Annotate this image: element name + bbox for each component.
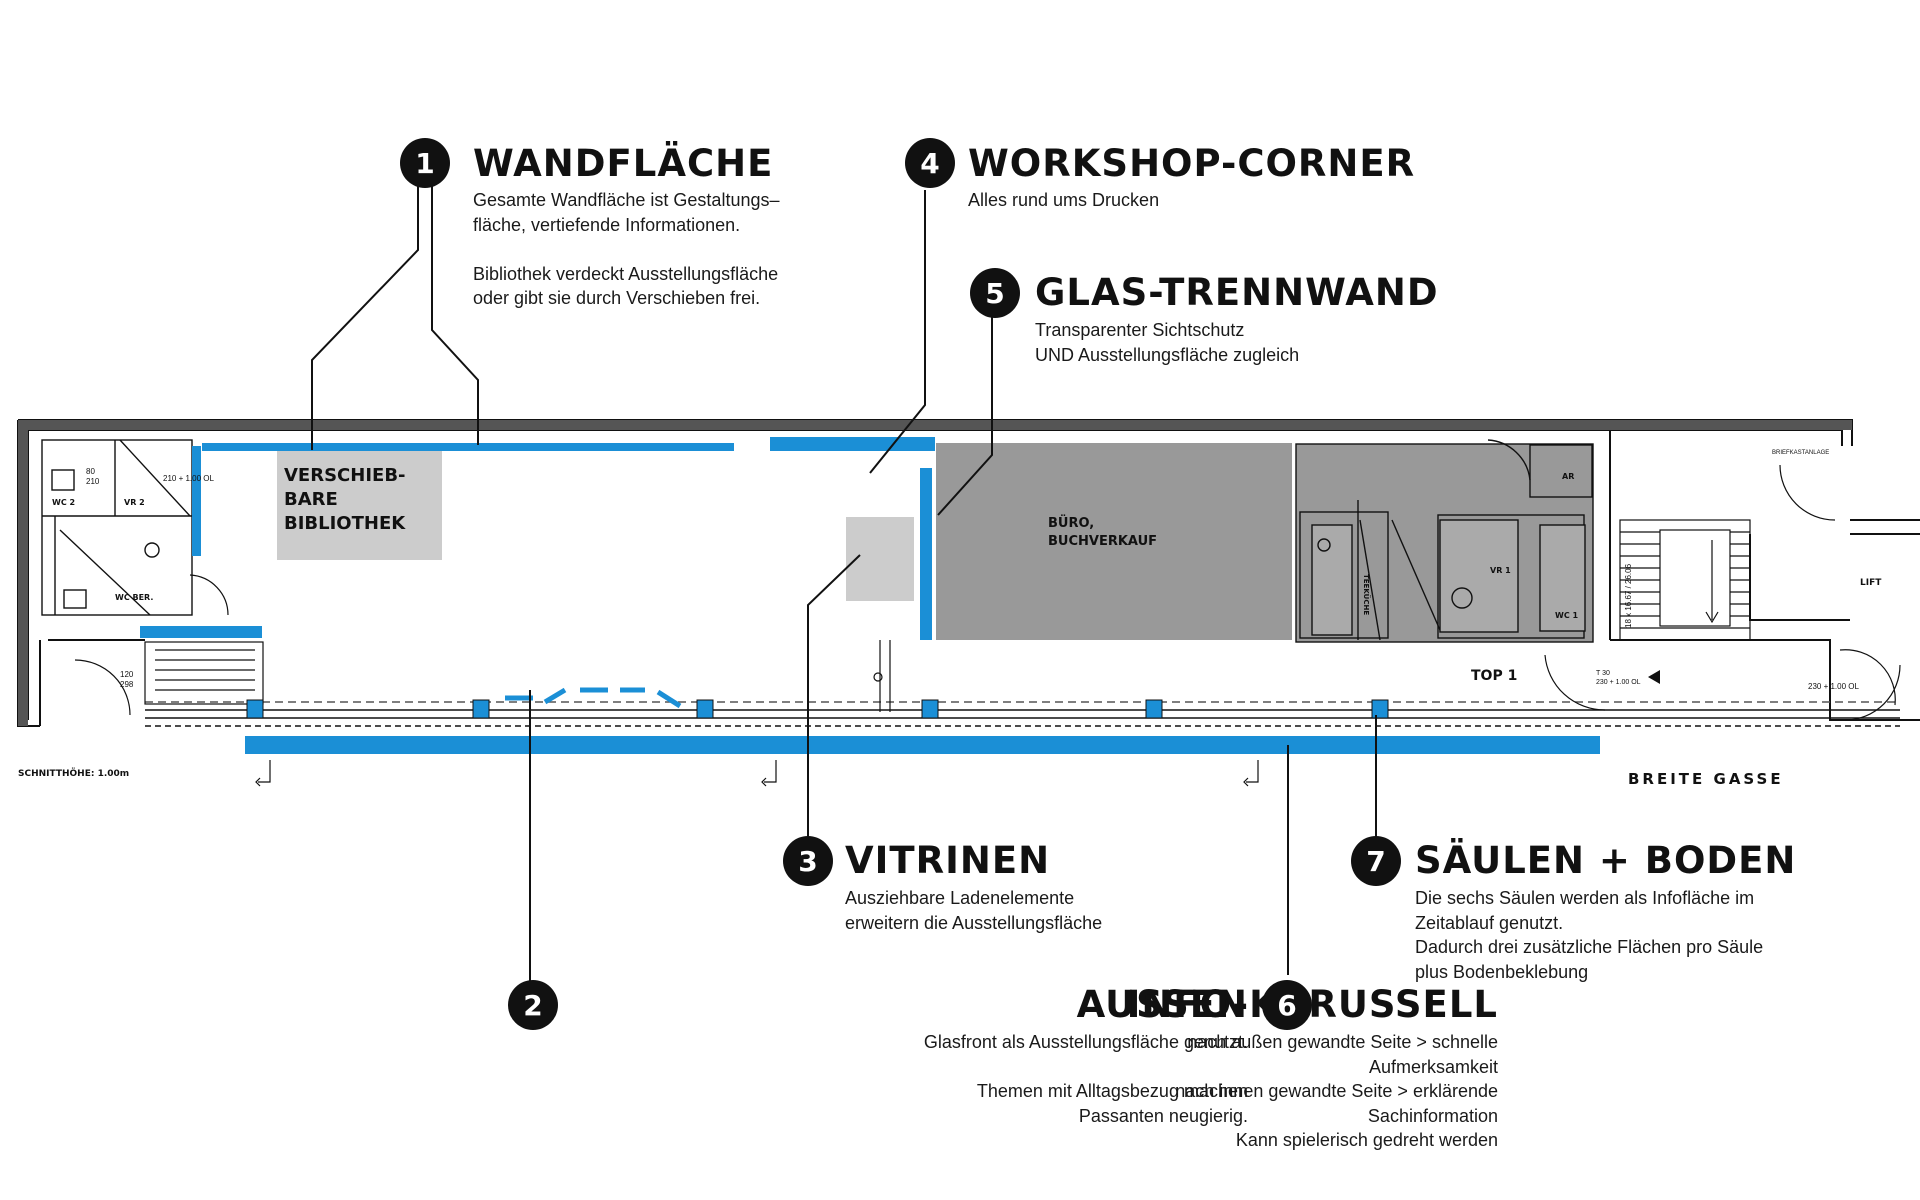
body-line: Passanten neugierig. [1078, 1105, 1248, 1126]
facade-lines [145, 701, 1900, 727]
body-line: Transparenter Sichtschutz [1035, 320, 1245, 340]
library-label-line: BARE [284, 489, 338, 510]
counter-box [846, 517, 914, 601]
body-line: Bibliothek verdeckt Ausstellungsfläche [473, 263, 779, 284]
body-line: plus Bodenbeklebung [1415, 961, 1589, 982]
body-line: Die sechs Säulen werden als Infofläche i… [1415, 888, 1755, 908]
dim-stairs: 18 x 16.67 / 26.06 [1624, 563, 1633, 628]
body-line: Alles rund ums Drucken [968, 190, 1160, 210]
left-service-block [41, 439, 193, 616]
callout-title: VITRINEN [845, 839, 1051, 882]
mailbox-label: BRIEFKASTANLAGE [1772, 450, 1830, 456]
office-label-line: BUCHVERKAUF [1048, 534, 1158, 549]
room-vr1: VR 1 [1490, 566, 1511, 575]
dim-right: 230 + 1.00 OL [1808, 682, 1859, 691]
dim-line: 298 [120, 680, 134, 689]
entrance-arrows [255, 760, 1259, 787]
body-line [473, 237, 779, 262]
door-arcs [189, 574, 1896, 712]
wall-surfaces [140, 437, 1600, 754]
dim-door-ol: 210 + 1.00 OL [163, 474, 214, 483]
section-height-label: SCHNITTHÖHE: 1.00m [18, 769, 130, 779]
body-line: nach innen gewandte Seite > erklärende [1175, 1081, 1498, 1101]
dim-stair-left: 120 298 [120, 670, 133, 690]
body-line: fläche, vertiefende Informationen. [473, 214, 741, 235]
body-line: Kann spielerisch gedreht werden [1235, 1130, 1498, 1150]
dim-line: T 30 [1596, 670, 1610, 677]
body-line: Dadurch drei zusätzliche Flächen pro Säu… [1415, 937, 1764, 957]
right-service-block [1295, 439, 1594, 643]
office-label-line: BÜRO, [1048, 516, 1095, 531]
dim-line: 230 + 1.00 OL [1596, 679, 1641, 686]
callout-body: Ausziehbare Ladenelemente erweitern die … [845, 886, 1102, 935]
left-stair [74, 641, 264, 716]
body-line: erweitern die Ausstellungsfläche [845, 912, 1103, 933]
room-teekueche: TEEKÜCHE [1362, 574, 1370, 616]
library-label-line: BIBLIOTHEK [284, 513, 406, 534]
room-wc-ber: WC BER. [115, 593, 154, 602]
callout-body: Transparenter Sichtschutz UND Ausstellun… [1035, 318, 1299, 367]
office-room [936, 443, 1292, 640]
dim-line: 210 [86, 477, 100, 486]
top-wall-band [18, 420, 1852, 430]
number-badge: 4 [905, 138, 955, 188]
library-box [277, 443, 442, 560]
dim-line: 80 [86, 467, 95, 476]
left-wall-band [18, 420, 28, 726]
number-badge: 6 [1262, 980, 1312, 1030]
number-badge: 7 [1351, 836, 1401, 886]
room-wc2: WC 2 [52, 498, 76, 507]
direction-marker [1648, 670, 1660, 684]
callout-body: Gesamte Wandfläche ist Gestaltungs– fläc… [473, 188, 779, 311]
callout-body: Glasfront als Ausstellungsfläche genutzt… [748, 1030, 1248, 1128]
number-badge: 1 [400, 138, 450, 188]
top-label: TOP 1 [1471, 668, 1518, 684]
callout-body: nach außen gewandte Seite > schnelle Auf… [998, 1030, 1498, 1153]
carousel-dashes [505, 687, 682, 709]
body-line [748, 1055, 1248, 1080]
body-line: oder gibt sie durch Verschieben frei. [473, 288, 761, 308]
office-label: BÜRO, BUCHVERKAUF [1048, 515, 1157, 551]
body-line: Glasfront als Ausstellungsfläche genutzt… [923, 1032, 1248, 1052]
street-label: BREITE GASSE [1628, 770, 1784, 788]
lift-label: LIFT [1860, 578, 1882, 588]
room-vr2: VR 2 [124, 498, 145, 507]
body-line: Themen mit Alltagsbezug machen [976, 1081, 1248, 1101]
callout-title: GLAS-TRENNWAND [1035, 271, 1439, 314]
body-line: Zeitablauf genutzt. [1415, 912, 1564, 933]
body-line: Gesamte Wandfläche ist Gestaltungs– [473, 190, 780, 210]
callout-title: AUSSEN [1076, 983, 1248, 1026]
number-badge: 2 [508, 980, 558, 1030]
number-badge: 3 [783, 836, 833, 886]
dim-door-left: 80 210 [86, 467, 99, 487]
library-label-line: VERSCHIEB- [284, 465, 406, 486]
library-label: VERSCHIEB- BARE BIBLIOTHEK [284, 464, 406, 536]
dim-door-top1: T 30 230 + 1.00 OL [1596, 669, 1641, 687]
callout-body: Die sechs Säulen werden als Infofläche i… [1415, 886, 1763, 984]
body-line: Ausziehbare Ladenelemente [845, 888, 1075, 908]
callout-title: WORKSHOP-CORNER [968, 142, 1416, 185]
body-line: UND Ausstellungsfläche zugleich [1035, 344, 1300, 365]
number-badge: 5 [970, 268, 1020, 318]
callout-title: SÄULEN + BODEN [1415, 839, 1797, 882]
room-wc1: WC 1 [1555, 611, 1579, 620]
columns [246, 699, 1389, 719]
body-line: nach außen gewandte Seite > schnelle [1187, 1032, 1498, 1052]
body-line: Aufmerksamkeit [1368, 1056, 1498, 1077]
dim-line: 120 [120, 670, 134, 679]
callout-title: WANDFLÄCHE [473, 142, 774, 185]
callout-body: Alles rund ums Drucken [968, 188, 1159, 213]
body-line: Sachinformation [1367, 1105, 1498, 1126]
room-ar: AR [1562, 472, 1575, 481]
stairwell [1619, 464, 1901, 721]
